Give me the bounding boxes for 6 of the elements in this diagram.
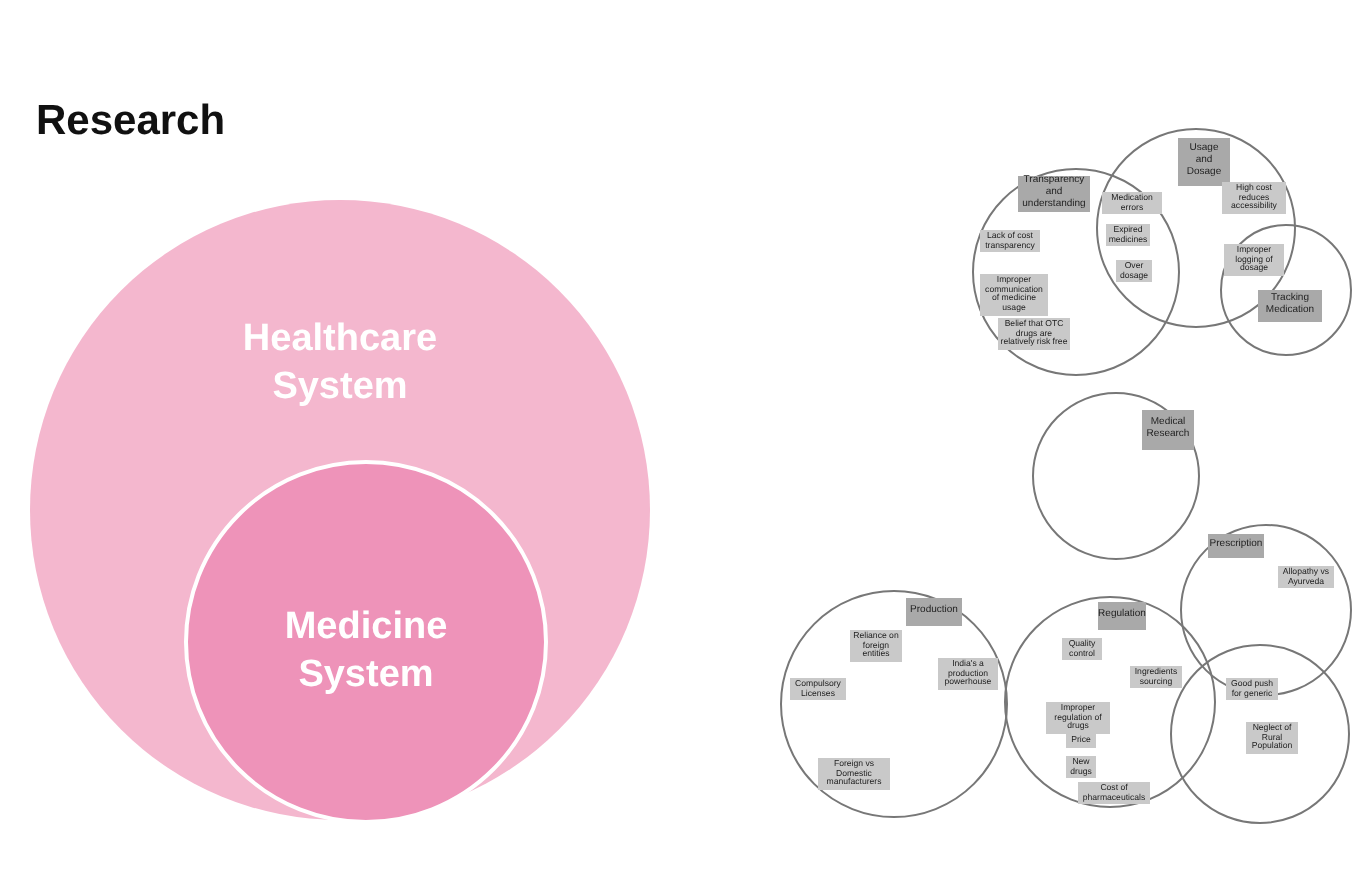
page-title: Research — [36, 98, 226, 146]
cluster-circle — [780, 590, 1008, 818]
cluster-circle — [1032, 392, 1200, 560]
cluster-circle — [1004, 596, 1216, 808]
circle-label: Medicine System — [282, 604, 450, 699]
circle-label: Healthcare System — [240, 316, 440, 411]
